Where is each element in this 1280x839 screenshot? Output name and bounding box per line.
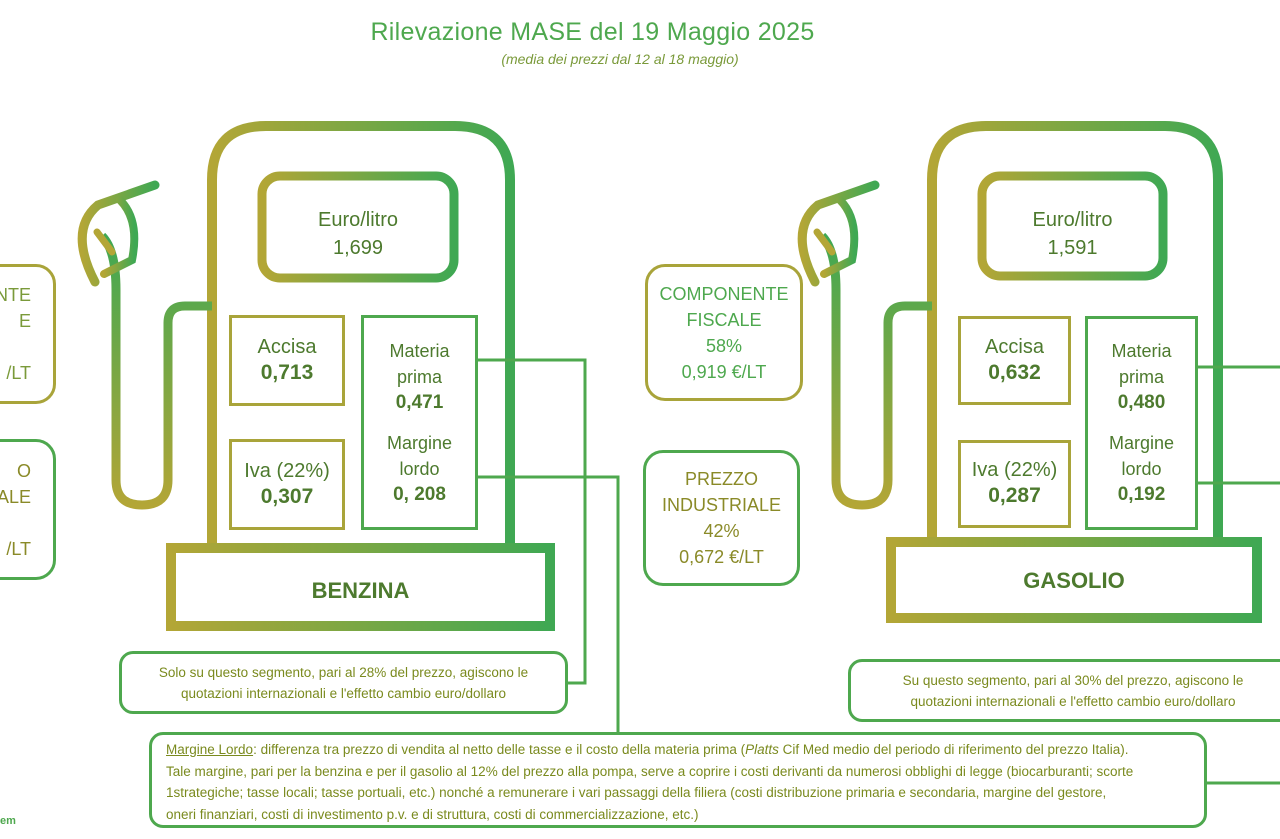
gasolio-industrial-percent: 42% bbox=[703, 521, 740, 541]
benzina-accisa-value: 0,713 bbox=[260, 360, 314, 384]
benzina-industrial-box: Materia prima 0,471 Margine lordo 0, 208 bbox=[361, 315, 478, 530]
gasolio-industrial-value: 0,672 €/LT bbox=[679, 547, 764, 567]
benzina-fiscal-value: /LT bbox=[6, 363, 31, 383]
benzina-accisa-box: Accisa 0,713 bbox=[229, 315, 345, 406]
gasolio-iva-box: Iva (22%) 0,287 bbox=[958, 440, 1071, 528]
gasolio-segment-note: Su questo segmento, pari al 30% del prez… bbox=[848, 659, 1280, 722]
gasolio-materia-label-2: prima bbox=[1118, 367, 1164, 387]
footer-fragment: em bbox=[0, 815, 16, 827]
benzina-segment-note: Solo su questo segmento, pari al 28% del… bbox=[119, 651, 568, 714]
benzina-margine-label-2: lordo bbox=[399, 458, 440, 479]
page-title: Rilevazione MASE del 19 Maggio 2025 bbox=[370, 18, 815, 46]
benzina-fiscal-line2: E bbox=[18, 311, 31, 331]
benzina-iva-box: Iva (22%) 0,307 bbox=[229, 439, 345, 530]
benzina-materia-label-2: prima bbox=[396, 366, 442, 387]
gasolio-accisa-label: Accisa bbox=[985, 335, 1044, 358]
gasolio-iva-label: Iva (22%) bbox=[971, 459, 1058, 481]
benzina-materia-value: 0,471 bbox=[395, 391, 444, 413]
gasolio-fiscal-value: 0,919 €/LT bbox=[681, 361, 767, 382]
benzina-industrial-value: /LT bbox=[6, 538, 31, 559]
gasolio-margine-value: 0,192 bbox=[1117, 484, 1166, 505]
gasolio-pump-icon bbox=[797, 121, 1262, 623]
gasolio-materia-label: Materia bbox=[1111, 341, 1172, 361]
margine-line1-b: Cif Med medio del periodo di riferimento… bbox=[778, 742, 1129, 757]
gasolio-accisa-value: 0,632 bbox=[988, 360, 1041, 384]
gasolio-segment-line1: Su questo segmento, pari al 30% del prez… bbox=[902, 672, 1244, 688]
benzina-price-label: Euro/litro bbox=[317, 209, 399, 231]
gasolio-price-value: 1,591 bbox=[1047, 237, 1098, 259]
margine-lordo-note: Margine Lordo: differenza tra prezzo di … bbox=[149, 732, 1207, 828]
benzina-fiscal-box: ENTE E /LT bbox=[0, 264, 56, 404]
benzina-fiscal-line1: ENTE bbox=[0, 285, 31, 305]
benzina-fuel-name: BENZINA bbox=[311, 578, 410, 603]
gasolio-materia-value: 0,480 bbox=[1117, 392, 1166, 413]
margine-line2: Tale margine, pari per la benzina e per … bbox=[166, 763, 1134, 779]
gasolio-iva-value: 0,287 bbox=[988, 484, 1041, 507]
margine-lordo-term: Margine Lordo bbox=[166, 742, 254, 757]
gasolio-fiscal-line2: FISCALE bbox=[686, 309, 762, 330]
benzina-industrial-line2: ALE bbox=[0, 486, 31, 507]
gasolio-price-label: Euro/litro bbox=[1032, 209, 1113, 231]
margine-line3: 1strategiche; tasse locali; tasse portua… bbox=[166, 785, 1107, 800]
benzina-iva-value: 0,307 bbox=[260, 484, 314, 508]
gasolio-segment-line2: quotazioni internazionali e l'effetto ca… bbox=[910, 693, 1236, 709]
gasolio-industrial-side-box: PREZZO INDUSTRIALE 42% 0,672 €/LT bbox=[643, 450, 800, 586]
benzina-segment-line2: quotazioni internazionali e l'effetto ca… bbox=[180, 685, 507, 701]
margine-line1-a: : differenza tra prezzo di vendita al ne… bbox=[253, 742, 746, 757]
benzina-accisa-label: Accisa bbox=[257, 335, 317, 358]
gasolio-industrial-line2: INDUSTRIALE bbox=[661, 495, 782, 515]
page-subtitle: (media dei prezzi dal 12 al 18 maggio) bbox=[501, 51, 739, 67]
gasolio-accisa-box: Accisa 0,632 bbox=[958, 316, 1071, 405]
benzina-margine-label: Margine bbox=[386, 432, 453, 453]
benzina-iva-label: Iva (22%) bbox=[244, 459, 330, 482]
platts-term: Platts bbox=[745, 742, 779, 757]
connector-lines bbox=[478, 358, 1280, 785]
gasolio-industrial-line1: PREZZO bbox=[684, 469, 758, 489]
gasolio-fiscal-line1: COMPONENTE bbox=[659, 283, 789, 304]
gasolio-margine-label: Margine bbox=[1108, 433, 1175, 453]
gasolio-margine-label-2: lordo bbox=[1121, 459, 1162, 479]
benzina-materia-label: Materia bbox=[389, 340, 450, 361]
gasolio-fuel-name: GASOLIO bbox=[1023, 568, 1125, 593]
benzina-pump-icon bbox=[77, 121, 555, 631]
gasolio-price-display: Euro/litro 1,591 bbox=[982, 208, 1163, 260]
gasolio-industrial-box: Materia prima 0,480 Margine lordo 0,192 bbox=[1085, 316, 1198, 530]
benzina-margine-value: 0, 208 bbox=[393, 483, 446, 505]
benzina-industrial-side-box: O ALE /LT bbox=[0, 439, 56, 580]
gasolio-fiscal-percent: 58% bbox=[705, 335, 743, 356]
margine-line4: oneri finanziari, costi di investimento … bbox=[166, 806, 699, 822]
benzina-segment-line1: Solo su questo segmento, pari al 28% del… bbox=[158, 664, 529, 680]
benzina-price-value: 1,699 bbox=[332, 237, 384, 259]
gasolio-fiscal-box: COMPONENTE FISCALE 58% 0,919 €/LT bbox=[645, 264, 803, 401]
benzina-industrial-line1: O bbox=[16, 460, 31, 481]
benzina-price-display: Euro/litro 1,699 bbox=[262, 208, 454, 260]
